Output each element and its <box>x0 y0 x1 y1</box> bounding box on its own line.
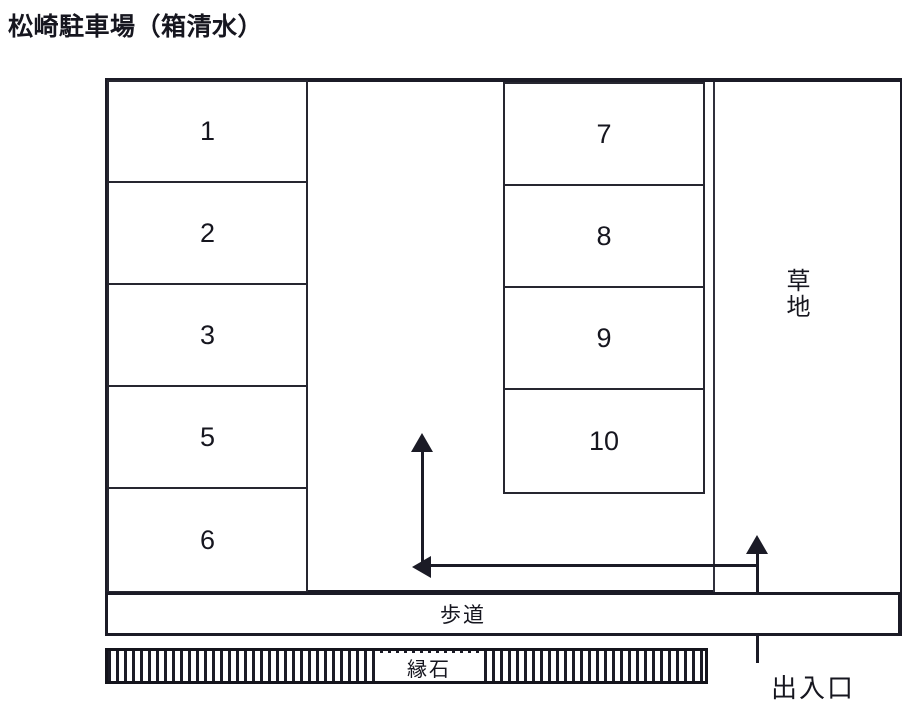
stall-number: 1 <box>199 116 216 146</box>
stall-column-right: 7 8 9 10 <box>503 82 705 494</box>
stall-number: 8 <box>596 220 612 251</box>
curb-label-box: 縁石 <box>379 653 479 681</box>
parking-stall[interactable]: 10 <box>503 388 705 494</box>
grass-area <box>713 82 900 592</box>
aisle-up-arrow-shaft <box>421 450 424 566</box>
aisle-up-arrow-head <box>411 433 433 452</box>
parking-stall[interactable]: 2 <box>107 181 308 285</box>
entrance-up-arrow-head <box>746 535 768 554</box>
stall-number: 2 <box>199 217 216 248</box>
curb-label: 縁石 <box>407 658 451 681</box>
grass-area-label: 草地 <box>782 268 809 320</box>
stall-number: 9 <box>596 322 612 353</box>
parking-stall[interactable]: 5 <box>107 385 308 489</box>
stall-number: 3 <box>199 319 216 350</box>
stall-number: 6 <box>199 524 216 555</box>
page-title: 松崎駐車場（箱清水） <box>8 13 264 41</box>
parking-stall[interactable]: 7 <box>503 82 705 186</box>
parking-stall[interactable]: 3 <box>107 283 308 387</box>
entrance-label: 出入口 <box>771 673 856 703</box>
parking-stall[interactable]: 1 <box>107 80 308 183</box>
aisle-left-arrow-head <box>412 556 431 578</box>
sidewalk-band: 歩道 <box>105 592 902 636</box>
stall-number: 5 <box>199 421 216 452</box>
stall-number: 7 <box>596 118 612 149</box>
stall-number: 10 <box>588 425 620 456</box>
parking-stall[interactable]: 6 <box>107 487 308 593</box>
parking-stall[interactable]: 8 <box>503 184 705 288</box>
parking-stall[interactable]: 9 <box>503 286 705 390</box>
stall-column-left: 1 2 3 5 6 <box>107 80 308 593</box>
sidewalk-label: 歩道 <box>440 604 486 627</box>
aisle-left-arrow-shaft <box>423 564 757 567</box>
